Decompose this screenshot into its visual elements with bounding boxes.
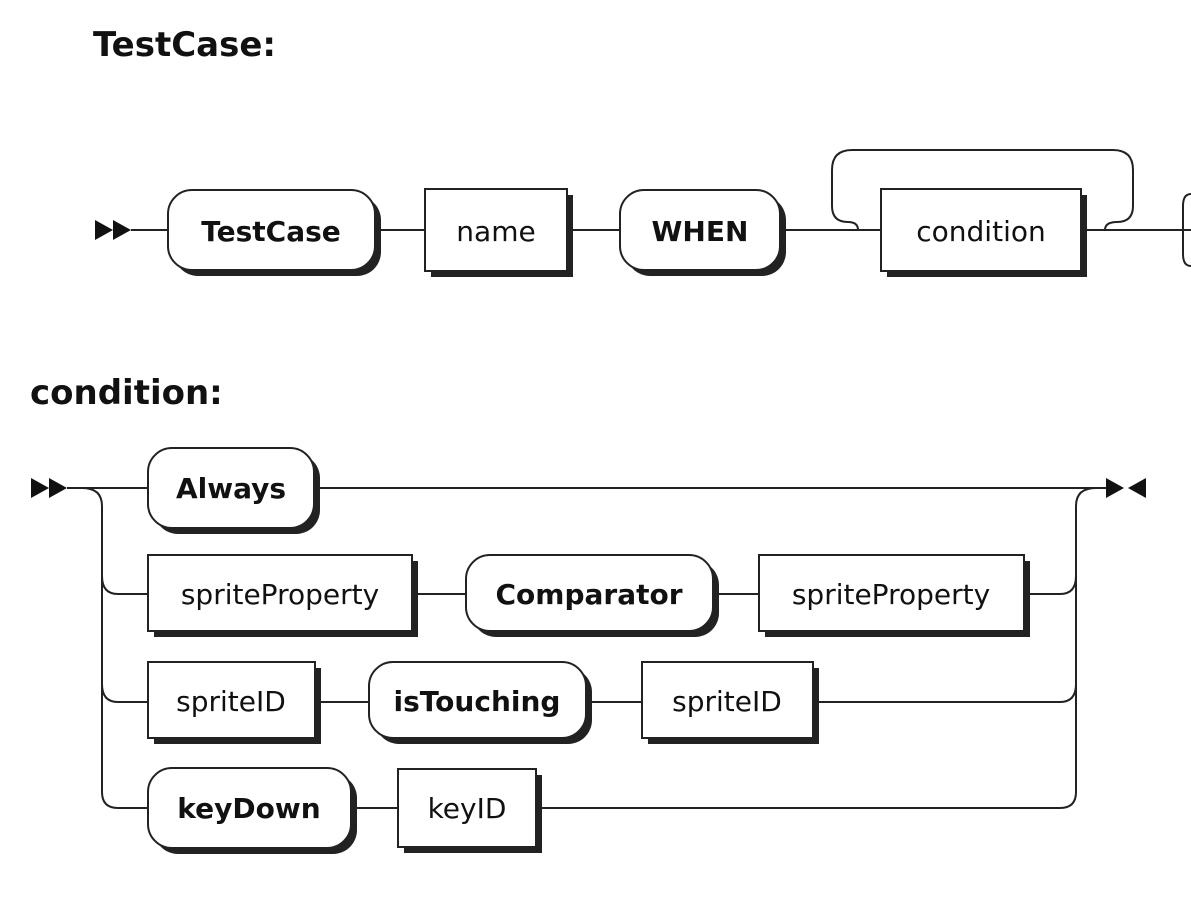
rule-heading-testcase: TestCase: — [93, 25, 276, 65]
start-marker-icon — [95, 220, 131, 240]
nonterminal-spriteproperty-label: spriteProperty — [792, 578, 990, 611]
terminal-comparator: Comparator — [465, 554, 719, 637]
nonterminal-condition-label: condition — [916, 215, 1045, 248]
end-marker-icon — [1106, 478, 1146, 498]
nonterminal-spriteid-label: spriteID — [672, 685, 782, 718]
repeat-loop — [831, 149, 1134, 231]
terminal-comparator-label: Comparator — [495, 578, 682, 611]
next-item-edge — [1182, 193, 1191, 267]
nonterminal-spriteid-label: spriteID — [176, 685, 286, 718]
nonterminal-spriteproperty: spriteProperty — [147, 554, 418, 637]
terminal-keydown-label: keyDown — [177, 792, 320, 825]
terminal-istouching-label: isTouching — [394, 685, 561, 718]
condition-rule: Always spriteProperty Comparator spriteP… — [31, 447, 1146, 854]
terminal-when-label: WHEN — [652, 215, 749, 248]
terminal-istouching: isTouching — [368, 661, 592, 744]
terminal-keydown: keyDown — [147, 767, 357, 854]
nonterminal-spriteid: spriteID — [641, 661, 819, 744]
start-marker-icon — [31, 478, 67, 498]
nonterminal-spriteproperty-label: spriteProperty — [181, 578, 379, 611]
nonterminal-name: name — [424, 188, 573, 277]
nonterminal-condition: condition — [880, 188, 1087, 277]
nonterminal-spriteid: spriteID — [147, 661, 321, 744]
nonterminal-name-label: name — [456, 215, 535, 248]
terminal-testcase: TestCase — [167, 189, 381, 276]
nonterminal-spriteproperty: spriteProperty — [758, 554, 1030, 637]
nonterminal-keyid: keyID — [397, 768, 542, 853]
nonterminal-keyid-label: keyID — [428, 792, 507, 825]
rule-heading-condition: condition: — [30, 373, 223, 413]
terminal-testcase-label: TestCase — [201, 215, 341, 248]
terminal-always: Always — [147, 447, 320, 534]
terminal-always-label: Always — [176, 472, 286, 505]
terminal-when: WHEN — [619, 189, 786, 276]
testcase-rule: TestCase name WHEN condition — [95, 149, 1191, 277]
